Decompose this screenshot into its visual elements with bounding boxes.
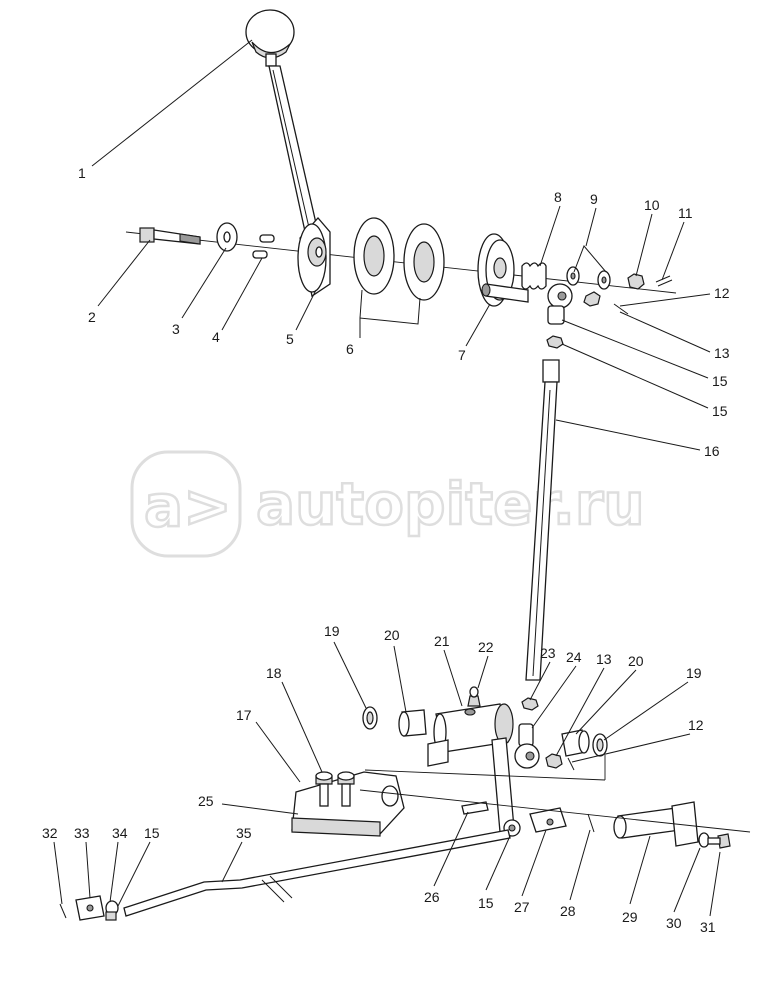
part-disc-6b [403, 223, 445, 301]
callout-11: 11 [678, 205, 693, 221]
callout-22: 22 [478, 639, 494, 655]
callout-20a: 20 [384, 627, 400, 643]
callout-10: 10 [644, 197, 660, 213]
callout-17: 17 [236, 707, 252, 723]
callout-35: 35 [236, 825, 252, 841]
callout-3: 3 [172, 321, 180, 337]
part-clevis-27 [529, 807, 567, 833]
callout-4: 4 [212, 329, 220, 345]
part-washer-9 [566, 266, 611, 290]
part-bushing-19a [362, 706, 378, 730]
callout-25: 25 [198, 793, 214, 809]
part-spring-8 [521, 262, 547, 290]
callout-31: 31 [700, 919, 716, 935]
callout-2: 2 [88, 309, 96, 325]
part-clevis-33 [75, 895, 105, 921]
callout-24: 24 [566, 649, 582, 665]
callout-32: 32 [42, 825, 58, 841]
part-bushing-19b [592, 733, 608, 757]
callout-21: 21 [434, 633, 450, 649]
callout-6: 6 [346, 341, 354, 357]
callout-27: 27 [514, 899, 530, 915]
part-cotter-pin-11 [655, 275, 673, 287]
callout-16: 16 [704, 443, 720, 459]
bracket-link-line [364, 769, 606, 781]
part-disc-6a [353, 217, 395, 295]
callout-labels: 1 2 3 4 5 6 7 8 9 10 11 12 13 15 15 16 1… [42, 165, 730, 935]
callout-15a: 15 [712, 373, 728, 389]
watermark: a> autopiter.ru [130, 450, 646, 558]
part-washer-3 [216, 222, 238, 252]
callout-15c: 15 [144, 825, 160, 841]
part-joint-34 [105, 900, 119, 921]
callout-19a: 19 [324, 623, 340, 639]
part-pin-26 [461, 801, 489, 815]
part-pin-4 [252, 234, 275, 259]
part-ball-joint-24 [514, 723, 540, 769]
part-hub-7 [477, 233, 529, 307]
part-bolt-2 [139, 227, 201, 245]
callout-23: 23 [540, 645, 556, 661]
callout-15b: 15 [712, 403, 728, 419]
part-nut-13b [545, 753, 563, 769]
callout-28: 28 [560, 903, 576, 919]
part-long-rod-35 [123, 829, 511, 917]
callout-19b: 19 [686, 665, 702, 681]
callout-34: 34 [112, 825, 128, 841]
watermark-site-text: autopiter.ru [256, 470, 645, 538]
part-knob [245, 9, 295, 67]
part-sleeve-20b [561, 729, 590, 757]
callout-1: 1 [78, 165, 86, 181]
part-clip-32 [59, 903, 67, 919]
part-sleeve-29 [613, 801, 699, 847]
part-nut-15a [546, 335, 564, 349]
callout-8: 8 [554, 189, 562, 205]
callout-26: 26 [424, 889, 440, 905]
part-bolt-31 [707, 833, 731, 849]
part-cotter-pin-12b [567, 757, 575, 771]
callout-20b: 20 [628, 653, 644, 669]
part-clip-28 [587, 813, 595, 833]
part-nut-23 [521, 697, 539, 711]
upper-axis-line [125, 231, 677, 294]
part-bolt-18 [315, 771, 355, 807]
part-ball-joint-13 [547, 283, 629, 325]
callout-12a: 12 [714, 285, 730, 301]
watermark-logo-text: a> [144, 472, 232, 540]
lower-axis-line [359, 789, 751, 833]
part-grease-fitting-22 [467, 686, 481, 707]
callout-12b: 12 [688, 717, 704, 733]
callout-13b: 13 [596, 651, 612, 667]
part-lever-hub-5 [297, 217, 331, 298]
part-nut-10 [627, 273, 645, 290]
part-lever-rod [268, 65, 319, 237]
callout-29: 29 [622, 909, 638, 925]
callout-15d: 15 [478, 895, 494, 911]
callout-13a: 13 [714, 345, 730, 361]
callout-5: 5 [286, 331, 294, 347]
callout-7: 7 [458, 347, 466, 363]
callout-30: 30 [666, 915, 682, 931]
part-sleeve-20a [398, 709, 427, 737]
callout-33: 33 [74, 825, 90, 841]
callout-9: 9 [590, 191, 598, 207]
watermark-logo-badge [130, 450, 242, 558]
leader-lines [53, 39, 721, 917]
callout-18: 18 [266, 665, 282, 681]
